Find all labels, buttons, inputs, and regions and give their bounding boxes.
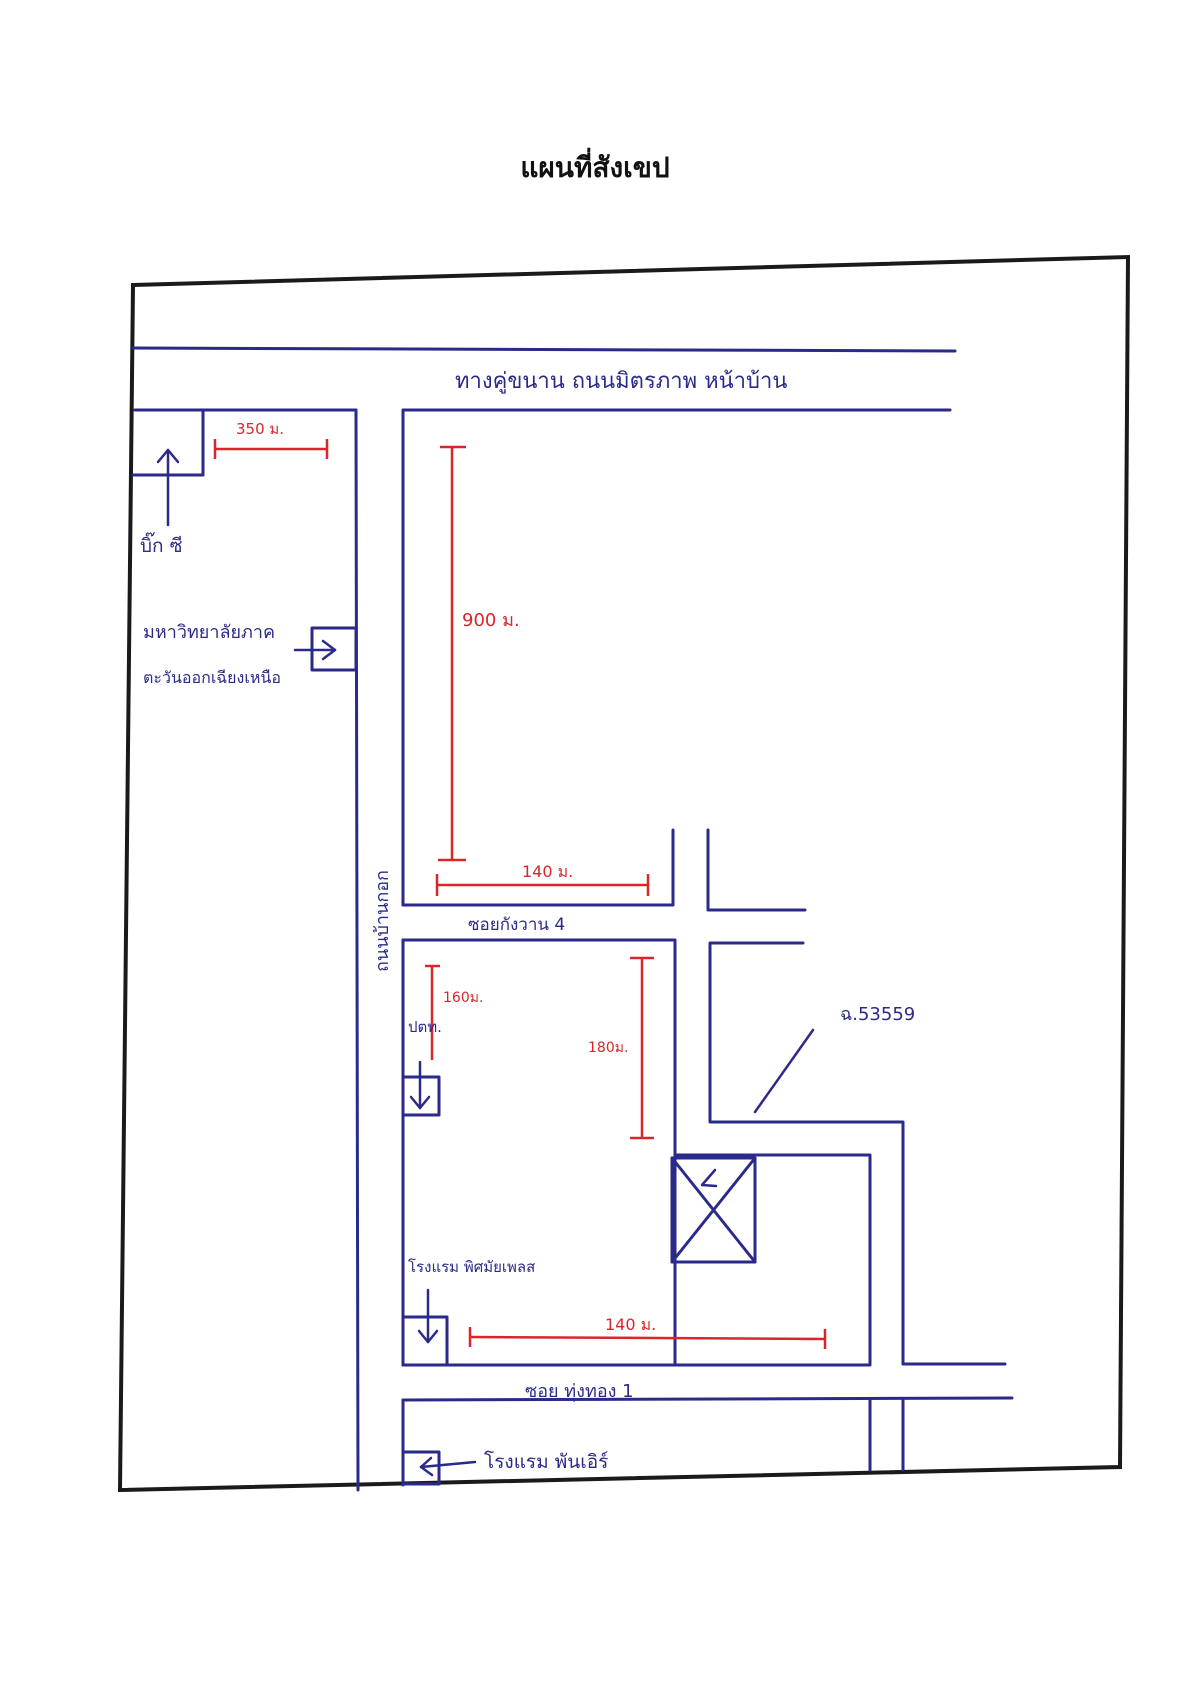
right-block-edge (708, 941, 1007, 1366)
distance-350-label: 350 ม. (236, 420, 284, 438)
parcel-leader-line (753, 1028, 815, 1114)
dim-140-bottom-line (469, 1335, 826, 1341)
side-road-left-edge (354, 408, 360, 1492)
university-label-1: มหาวิทยาลัยภาค (143, 622, 275, 643)
big-c-arrow-head (156, 448, 180, 464)
university-label-2: ตะวันออกเฉียงเหนือ (143, 668, 281, 687)
big-c-block (131, 408, 205, 477)
main-road-top-edge (131, 346, 957, 353)
distance-900-label: 900 ม. (462, 610, 520, 631)
parcel-arrow-head (700, 1168, 718, 1188)
soi-top-right-corner (706, 828, 807, 912)
map-frame (117, 254, 1131, 1493)
hotel-2-marker (401, 1450, 441, 1486)
hotel-2-arrow (419, 1460, 477, 1469)
parcel-box (670, 1156, 757, 1264)
upper-block-bottom (401, 828, 675, 907)
university-marker (310, 626, 358, 672)
distance-160-label: 160ม. (443, 990, 483, 1006)
hotel-1-arrow-head (417, 1329, 439, 1344)
distance-140-label: 140 ม. (522, 862, 573, 881)
parcel-number-label: ฉ.53559 (840, 1004, 915, 1025)
middle-block (401, 938, 677, 1367)
post-label: ปตท. (408, 1018, 442, 1036)
distance-180-label: 180ม. (588, 1040, 628, 1056)
hotel-2-label: โรงแรม พันเอิร์ (484, 1450, 608, 1473)
hotel-1-label: โรงแรม พิศมัยเพลส (408, 1258, 535, 1276)
soi-top-label: ซอยกังวาน 4 (468, 915, 565, 935)
parcel-block (673, 1153, 872, 1367)
big-c-label: บิ๊ก ซี (140, 532, 183, 557)
hotel-2-arrow-head (419, 1456, 434, 1477)
side-road-label: ถนนบ้านกอก (372, 870, 393, 972)
university-arrow-head (321, 639, 337, 661)
distance-140-bottom-label: 140 ม. (605, 1315, 656, 1334)
soi-bottom-label: ซอย ทุ่งทอง 1 (525, 1381, 634, 1402)
page-title: แผนที่สังเขป (520, 151, 670, 184)
hotel-1-marker (401, 1315, 449, 1367)
parcel-cross-b (670, 1156, 757, 1264)
main-road-label: ทางคู่ขนาน ถนนมิตรภาพ หน้าบ้าน (455, 369, 787, 394)
soi-bottom-edge (401, 1396, 1014, 1402)
post-arrow-head (409, 1095, 431, 1110)
